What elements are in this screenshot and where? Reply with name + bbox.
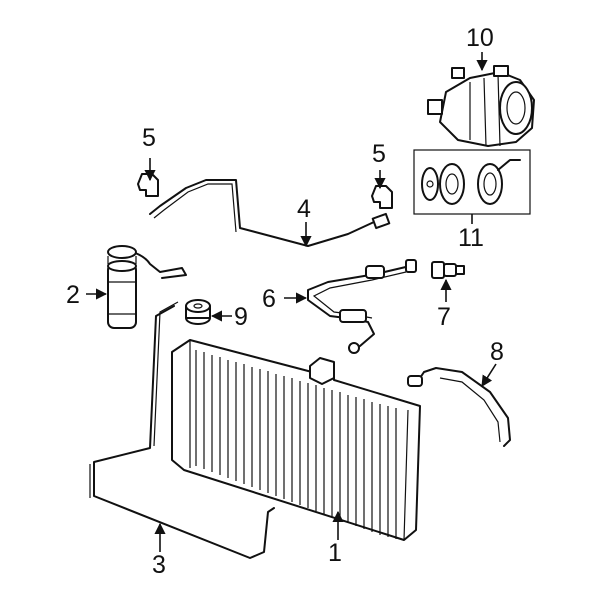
condenser-part[interactable] <box>171 339 421 541</box>
callout-10: 10 <box>466 24 494 52</box>
liquid-line-part[interactable] <box>89 301 275 559</box>
callout-9: 9 <box>234 303 248 331</box>
clip-part-right[interactable] <box>371 185 393 209</box>
callout-6: 6 <box>262 285 276 313</box>
callout-2: 2 <box>66 281 80 309</box>
callout-3: 3 <box>152 551 166 579</box>
fitting-part[interactable] <box>431 261 465 279</box>
grommet-part[interactable] <box>185 299 211 325</box>
suction-line-part[interactable] <box>307 259 417 354</box>
callout-11: 11 <box>458 224 484 252</box>
receiver-drier-part[interactable] <box>107 245 187 329</box>
hose-part[interactable] <box>407 367 511 447</box>
clip-part-left[interactable] <box>137 173 159 197</box>
callout-4: 4 <box>297 195 311 223</box>
callout-1: 1 <box>328 539 342 567</box>
callout-7: 7 <box>437 303 451 331</box>
callout-8: 8 <box>490 338 504 366</box>
callout-5-left: 5 <box>142 124 156 152</box>
discharge-line-part[interactable] <box>149 179 391 247</box>
callout-labels: 1 2 3 4 5 5 6 7 8 9 10 11 <box>66 24 504 579</box>
compressor-part[interactable] <box>427 65 535 147</box>
callout-leaders <box>86 52 497 552</box>
clutch-kit-part[interactable] <box>413 149 531 215</box>
condenser-fins <box>195 350 397 539</box>
callout-5-right: 5 <box>372 140 386 168</box>
